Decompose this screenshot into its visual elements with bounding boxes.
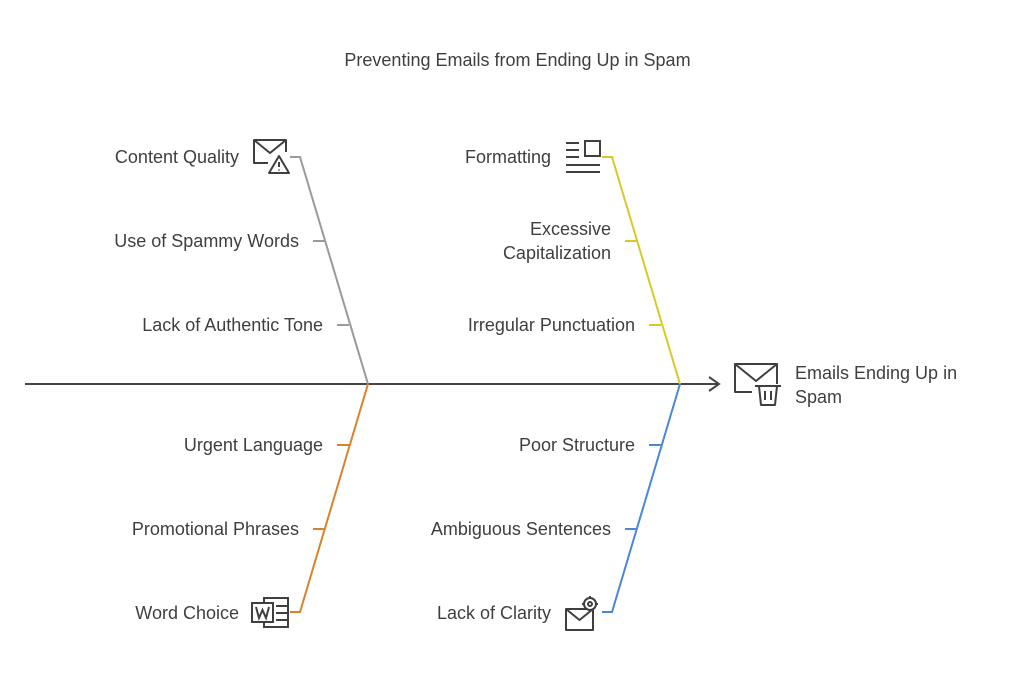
cause-lack-of-authentic-tone: Lack of Authentic Tone [142,315,323,335]
cause-urgent-language: Urgent Language [183,435,323,455]
cause-use-of-spammy-words: Use of Spammy Words [114,231,299,251]
cause-promotional-phrases: Promotional Phrases [131,519,299,539]
branch-content-quality [290,156,369,385]
branch-formatting [602,156,681,385]
diagram-title: Preventing Emails from Ending Up in Spam [344,50,691,70]
cause-poor-structure: Poor Structure [518,435,635,455]
document-layout-icon [566,140,601,173]
email-warning-icon [253,139,290,174]
spine-arrowhead [708,376,721,392]
branch-lack-of-clarity [602,383,681,613]
category-content-quality: Content Quality [114,147,239,167]
word-document-icon [251,597,289,628]
category-word-choice: Word Choice [135,603,239,623]
cause-excessive-capitalization: Excessive Capitalization [502,219,611,263]
email-settings-icon [565,596,598,631]
email-trash-icon [734,363,781,406]
effect-label: Emails Ending Up in Spam [795,363,958,407]
cause-irregular-punctuation: Irregular Punctuation [467,315,635,335]
cause-ambiguous-sentences: Ambiguous Sentences [430,519,611,539]
category-formatting: Formatting [464,147,551,167]
category-lack-of-clarity: Lack of Clarity [436,603,551,623]
branch-word-choice [290,383,369,613]
